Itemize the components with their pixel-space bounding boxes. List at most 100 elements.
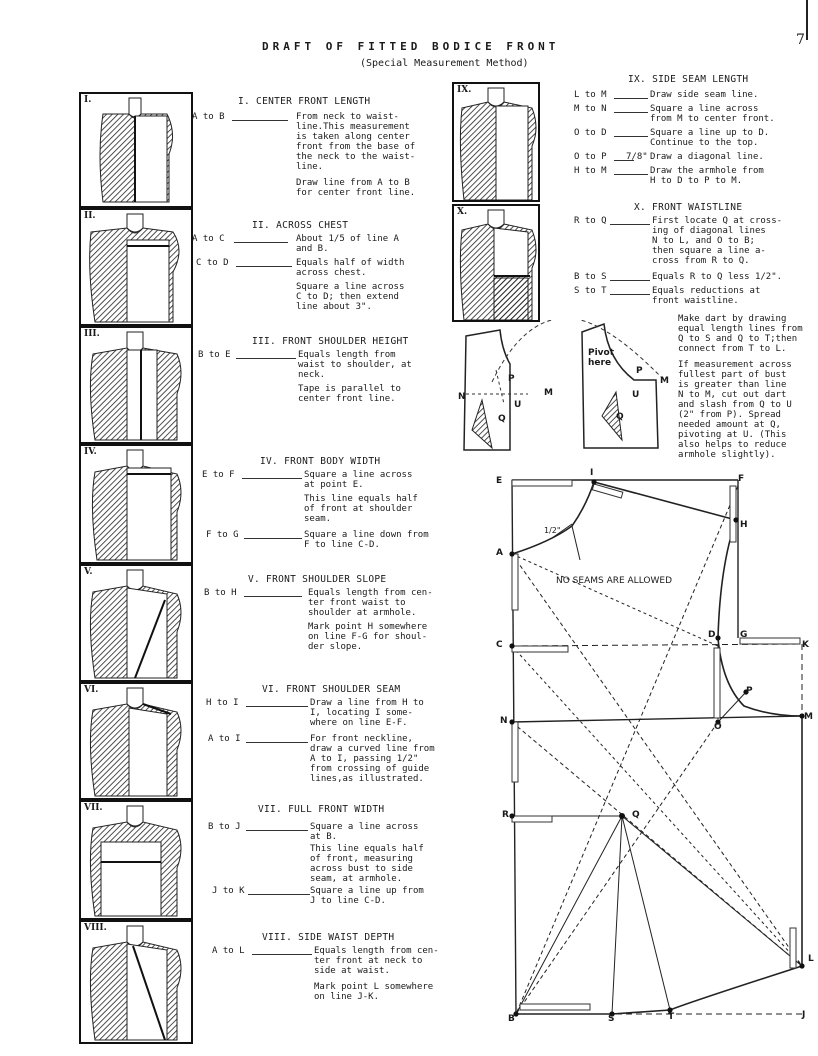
row-key: A to B bbox=[192, 112, 225, 122]
row-desc: Square a line across at B. bbox=[310, 822, 419, 842]
step-row: S to T Equals reductions at front waistl… bbox=[574, 286, 814, 308]
figure-3: III. bbox=[79, 326, 193, 444]
dart-diagram-right bbox=[581, 322, 659, 449]
point-label-n: N bbox=[458, 392, 466, 402]
point-label-c: C bbox=[496, 640, 503, 650]
dart-leg-q-t bbox=[621, 815, 671, 1011]
point-label-a: A bbox=[496, 548, 503, 558]
figure-6: VI. bbox=[79, 682, 193, 800]
row-desc: First locate Q at cross- ing of diagonal… bbox=[652, 216, 783, 266]
row-desc: Equals length from cen- ter front at nec… bbox=[314, 946, 439, 976]
step-note: This line equals half of front, measurin… bbox=[310, 844, 424, 884]
figure-8: VIII. bbox=[79, 920, 193, 1044]
step-note: Square a line across C to D; then extend… bbox=[296, 282, 405, 312]
row-desc: From neck to waist- line.This measuremen… bbox=[296, 112, 416, 172]
leader-line bbox=[614, 128, 648, 137]
leader-line bbox=[246, 822, 308, 831]
point-label-q: Q bbox=[498, 414, 506, 424]
bodice-figure-icon bbox=[99, 97, 173, 203]
row-key: A to L bbox=[212, 946, 245, 956]
row-key: B to J bbox=[208, 822, 241, 832]
leader-line bbox=[614, 166, 648, 175]
bodice-figure-icon bbox=[459, 209, 537, 320]
row-desc: Draw the armhole from H to D to P to M. bbox=[650, 166, 764, 186]
step-title: II. ACROSS CHEST bbox=[252, 220, 349, 231]
leader-line bbox=[242, 470, 302, 479]
point-label-o: O bbox=[714, 722, 722, 732]
step-title: IV. FRONT BODY WIDTH bbox=[260, 456, 381, 467]
step-title: VIII. SIDE WAIST DEPTH bbox=[262, 932, 395, 943]
point-label-m: M bbox=[544, 388, 553, 398]
leader-line bbox=[246, 734, 308, 743]
figure-number: X. bbox=[457, 207, 468, 217]
point-label-q: Q bbox=[616, 412, 624, 422]
leader-line bbox=[234, 234, 288, 243]
row-desc: For front neckline, draw a curved line f… bbox=[310, 734, 435, 784]
row-key: B to H bbox=[204, 588, 237, 598]
bodice-figure-icon bbox=[459, 87, 537, 200]
row-desc: Square a line across at point E. bbox=[304, 470, 413, 490]
point-label-e: E bbox=[496, 476, 503, 486]
figure-5: V. bbox=[79, 564, 193, 682]
row-desc: Draw side seam line. bbox=[650, 90, 759, 100]
bodice-figure-icon bbox=[89, 331, 182, 441]
point-label-k: K bbox=[802, 640, 809, 650]
leader-line bbox=[232, 112, 288, 121]
point-label-p: P bbox=[746, 686, 753, 696]
figure-10: X. bbox=[452, 204, 540, 322]
row-key: F to G bbox=[206, 530, 239, 540]
row-key: B to S bbox=[574, 272, 607, 282]
step-title: V. FRONT SHOULDER SLOPE bbox=[248, 574, 387, 585]
step-note: Draw line from A to B for center front l… bbox=[296, 178, 416, 198]
shoulder-seam-line bbox=[593, 481, 737, 521]
tape-measures bbox=[511, 479, 801, 1011]
step-row: B to E Equals length from waist to shoul… bbox=[198, 350, 448, 382]
point-label-p: P bbox=[508, 374, 515, 384]
dart-leg-q-s bbox=[611, 815, 623, 1015]
figure-number: VIII. bbox=[84, 923, 107, 933]
figure-number: I. bbox=[84, 95, 92, 105]
step-row: R to Q First locate Q at cross- ing of d… bbox=[574, 216, 814, 268]
row-key: B to E bbox=[198, 350, 231, 360]
step-title: III. FRONT SHOULDER HEIGHT bbox=[252, 336, 409, 347]
figure-9: IX. bbox=[452, 82, 540, 202]
step-row: O to D Square a line up to D. Continue t… bbox=[574, 128, 814, 150]
figure-number: IV. bbox=[84, 447, 97, 457]
step-row: H to I Draw a line from H to I, locating… bbox=[206, 698, 456, 730]
row-key: O to P bbox=[574, 152, 607, 162]
pivot-label: Pivot here bbox=[588, 348, 615, 368]
row-key: L to M bbox=[574, 90, 607, 100]
step-title: I. CENTER FRONT LENGTH bbox=[238, 96, 371, 107]
bodice-figure-icon bbox=[89, 687, 182, 797]
step-row: M to N Square a line across from M to ce… bbox=[574, 104, 814, 126]
row-key: E to F bbox=[202, 470, 235, 480]
bodice-figure-icon bbox=[89, 925, 182, 1041]
step-row: A to L Equals length from cen- ter front… bbox=[212, 946, 462, 978]
figure-number: IX. bbox=[457, 85, 472, 95]
figure-1: I. bbox=[79, 92, 193, 208]
leader-line bbox=[610, 216, 650, 225]
armhole-curve bbox=[717, 519, 803, 717]
bodice-figure-icon bbox=[89, 569, 182, 679]
point-label-s: S bbox=[608, 1014, 615, 1024]
row-desc: Equals length from waist to shoulder, at… bbox=[298, 350, 412, 380]
leader-line bbox=[610, 286, 650, 295]
point-label-t: T bbox=[668, 1012, 675, 1022]
no-seams-note: NO SEAMS ARE ALLOWED bbox=[556, 576, 672, 586]
row-key: A to C bbox=[192, 234, 225, 244]
pattern-draft bbox=[509, 479, 805, 1017]
step-note: If measurement across fullest part of bu… bbox=[678, 360, 792, 460]
step-title: VI. FRONT SHOULDER SEAM bbox=[262, 684, 401, 695]
leader-line bbox=[236, 258, 292, 267]
step-row: E to F Square a line across at point E. bbox=[202, 470, 452, 492]
point-label-u: U bbox=[632, 390, 640, 400]
step-row: J to K Square a line up from J to line C… bbox=[212, 886, 462, 908]
row-key: A to I bbox=[208, 734, 241, 744]
leader-line bbox=[614, 90, 648, 99]
point-label-l: L bbox=[808, 954, 814, 964]
step-row: A to C About 1/5 of line A and B. bbox=[192, 234, 442, 256]
step-row: F to G Square a line down from F to line… bbox=[206, 530, 456, 552]
row-desc: Square a line up from J to line C-D. bbox=[310, 886, 424, 906]
row-key: M to N bbox=[574, 104, 607, 114]
row-key: H to M bbox=[574, 166, 607, 176]
